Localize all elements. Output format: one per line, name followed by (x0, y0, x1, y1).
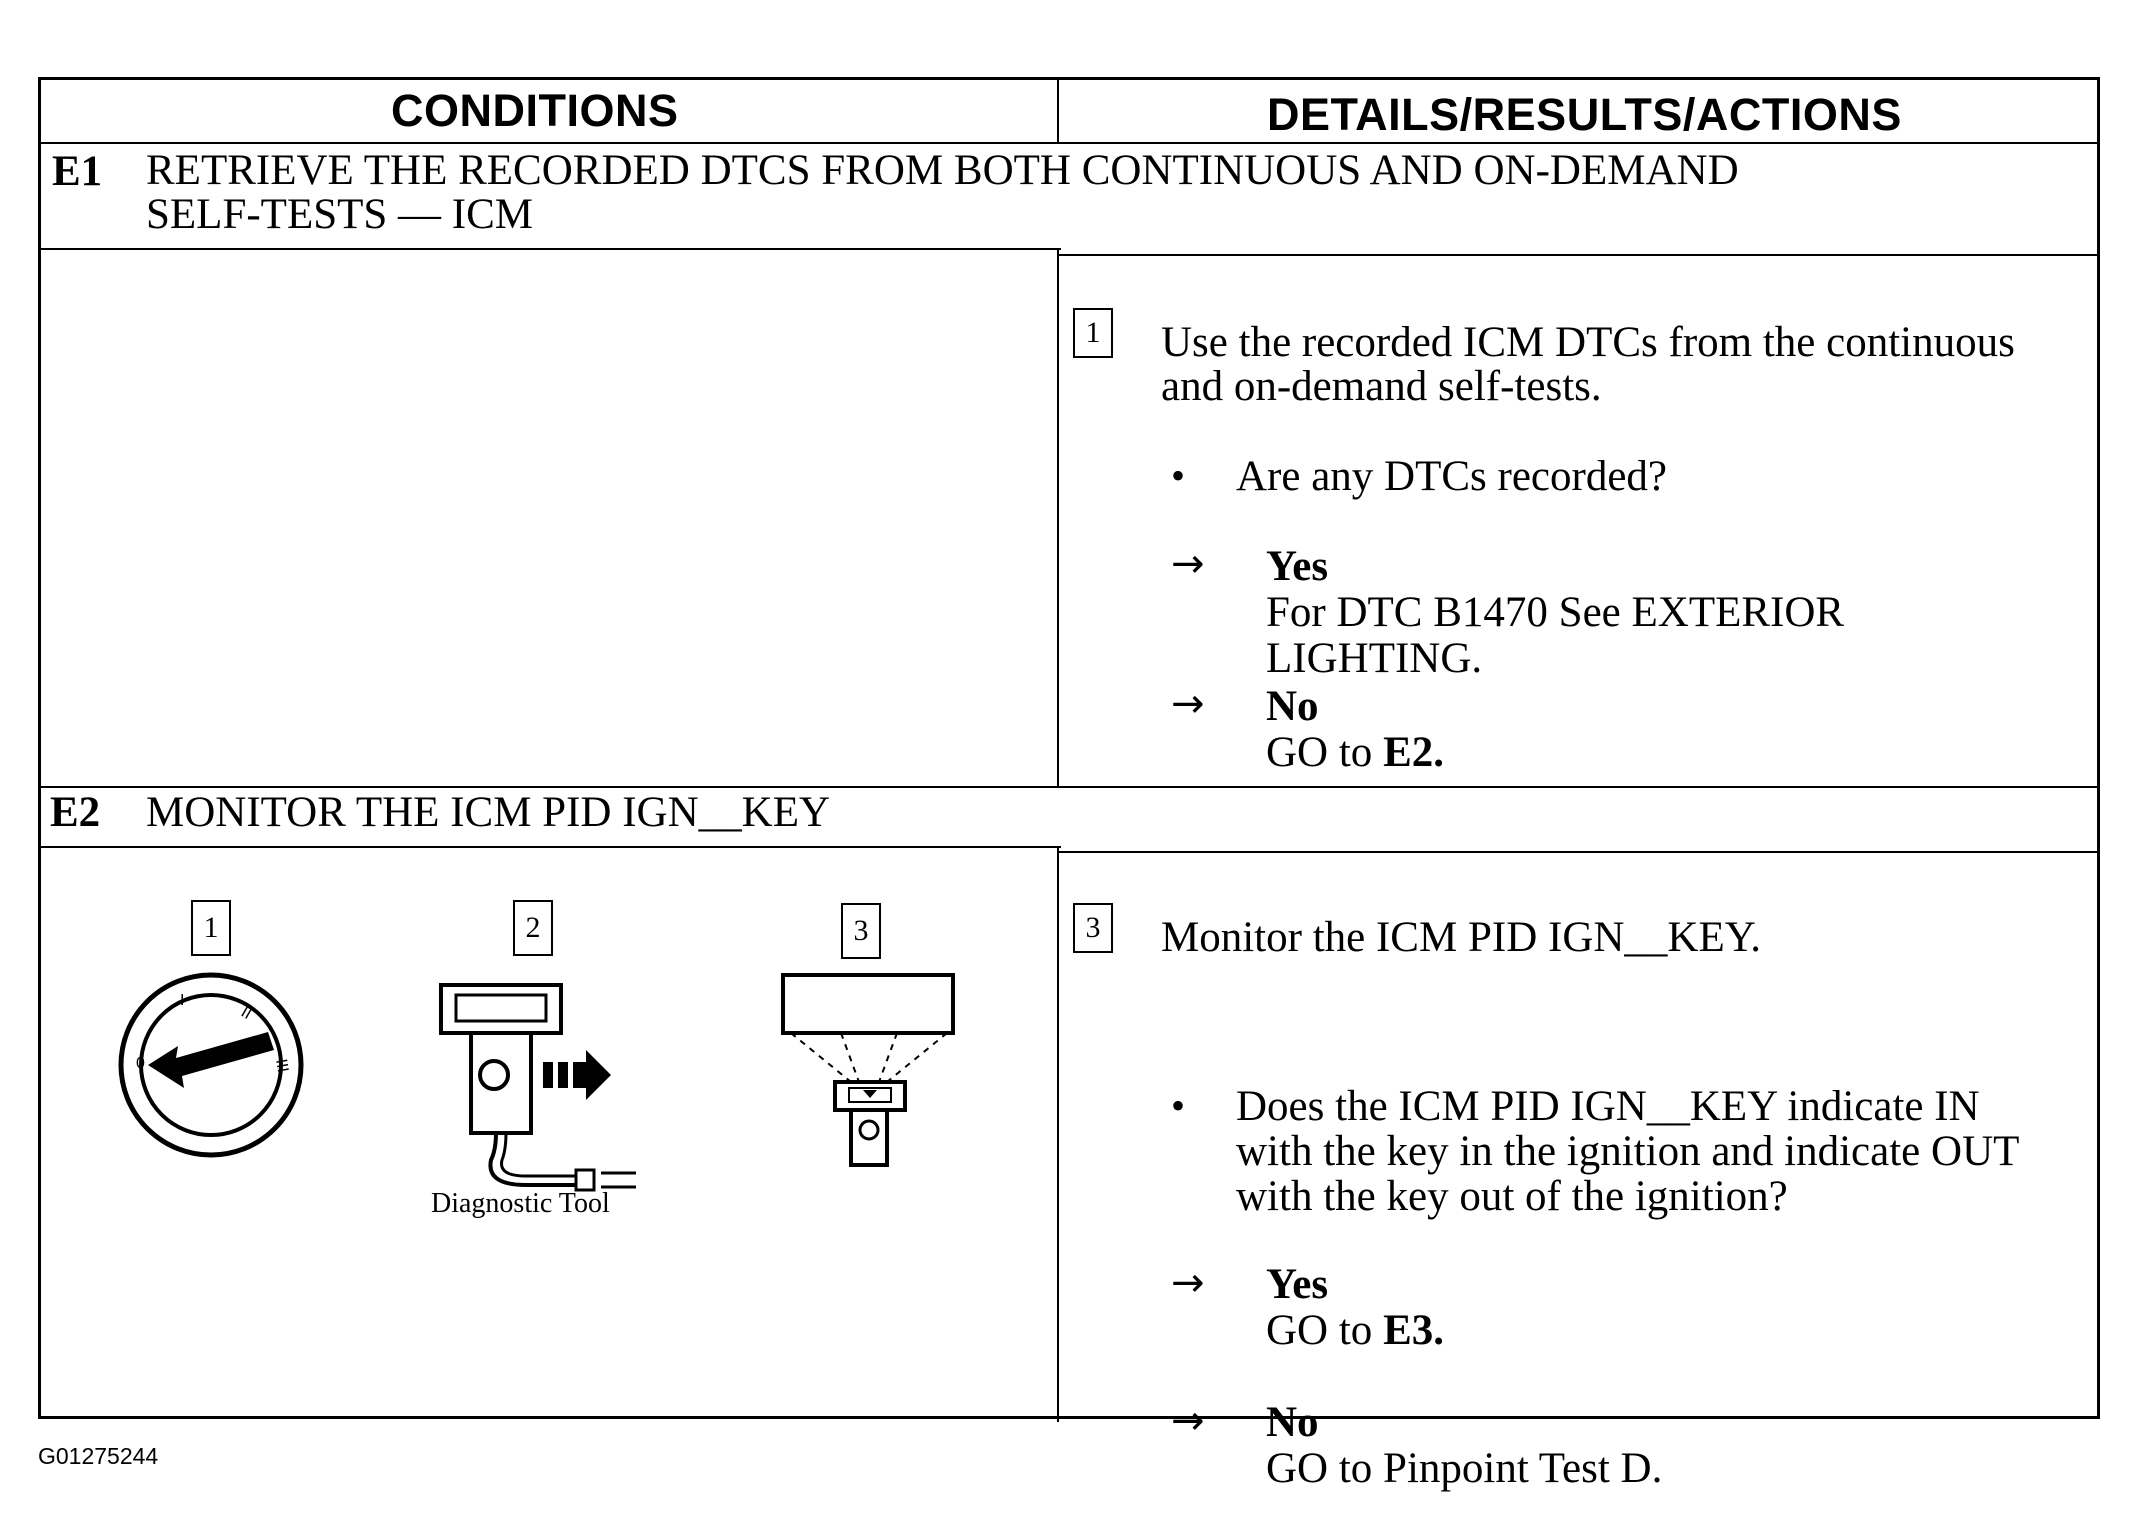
e2-reference: E2. (1383, 729, 1444, 776)
e1-yes-text-line1: For DTC B1470 See EXTERIOR (1266, 589, 1845, 636)
e2-instruction: Monitor the ICM PID IGN__KEY. (1161, 914, 1762, 961)
e2-title-divider-right (1057, 851, 2097, 853)
e1-yes-label: Yes (1266, 543, 1329, 590)
e1-yes-arrow: → (1171, 541, 1205, 587)
connector-icon (781, 973, 955, 1167)
column-divider-e1 (1057, 248, 1059, 786)
e1-step-number-box: 1 (1073, 308, 1113, 358)
column-divider-e2 (1057, 846, 1059, 1422)
e2-no-text: GO to Pinpoint Test D. (1266, 1445, 1663, 1492)
diagnostic-tool-caption: Diagnostic Tool (431, 1188, 610, 1219)
figure-label-1: 1 (191, 900, 231, 956)
e1-title-line1: RETRIEVE THE RECORDED DTCS FROM BOTH CON… (146, 147, 1739, 194)
e2-question-line1: Does the ICM PID IGN__KEY indicate IN (1236, 1083, 1980, 1130)
e1-yes-text-line2: LIGHTING. (1266, 635, 1483, 682)
e1-title-divider-left (41, 248, 1061, 250)
e2-question-line3: with the key out of the ignition? (1236, 1173, 1788, 1220)
column-divider-header (1057, 80, 1059, 142)
figure-id: G01275244 (38, 1443, 159, 1469)
e2-title: MONITOR THE ICM PID IGN__KEY (146, 789, 831, 836)
e3-reference: E3. (1383, 1307, 1444, 1354)
e1-no-arrow: → (1171, 681, 1205, 727)
procedure-table: CONDITIONS DETAILS/RESULTS/ACTIONS E1 RE… (38, 77, 2100, 1492)
svg-text:II: II (238, 1004, 254, 1023)
e2-yes-text: GO to E3. (1266, 1307, 1444, 1354)
e2-no-arrow: → (1171, 1398, 1205, 1444)
e1-instruction-line2: and on-demand self-tests. (1161, 363, 1602, 410)
header-divider (41, 142, 2097, 144)
svg-text:III: III (272, 1058, 291, 1074)
conditions-header: CONDITIONS (391, 85, 679, 136)
ignition-switch-icon: 0 I II III (118, 972, 304, 1158)
e2-yes-arrow: → (1171, 1260, 1205, 1306)
e2-question-line2: with the key in the ignition and indicat… (1236, 1128, 2020, 1175)
figure-label-2: 2 (513, 900, 553, 956)
e2-code: E2 (50, 789, 101, 836)
e2-no-label: No (1266, 1399, 1319, 1446)
figure-label-3: 3 (841, 903, 881, 959)
details-header: DETAILS/RESULTS/ACTIONS (1267, 89, 1902, 140)
e1-no-text: GO to E2. (1266, 729, 1444, 776)
e1-question: Are any DTCs recorded? (1236, 453, 1668, 500)
e1-title-divider-right (1057, 254, 2097, 256)
diagnostic-tool-icon (439, 983, 636, 1192)
e1-no-label: No (1266, 683, 1319, 730)
e1-code: E1 (52, 148, 103, 195)
e1-question-bullet: • (1171, 453, 1186, 498)
e2-yes-label: Yes (1266, 1261, 1329, 1308)
e2-step-number-box: 3 (1073, 903, 1113, 953)
e1-e2-divider (41, 786, 2097, 788)
e1-instruction-line1: Use the recorded ICM DTCs from the conti… (1161, 319, 2015, 366)
svg-text:I: I (180, 992, 184, 1009)
e2-question-bullet: • (1171, 1083, 1186, 1128)
e1-title-line2: SELF-TESTS — ICM (146, 191, 534, 238)
e2-title-divider-left (41, 846, 1061, 848)
svg-text:0: 0 (136, 1055, 145, 1072)
